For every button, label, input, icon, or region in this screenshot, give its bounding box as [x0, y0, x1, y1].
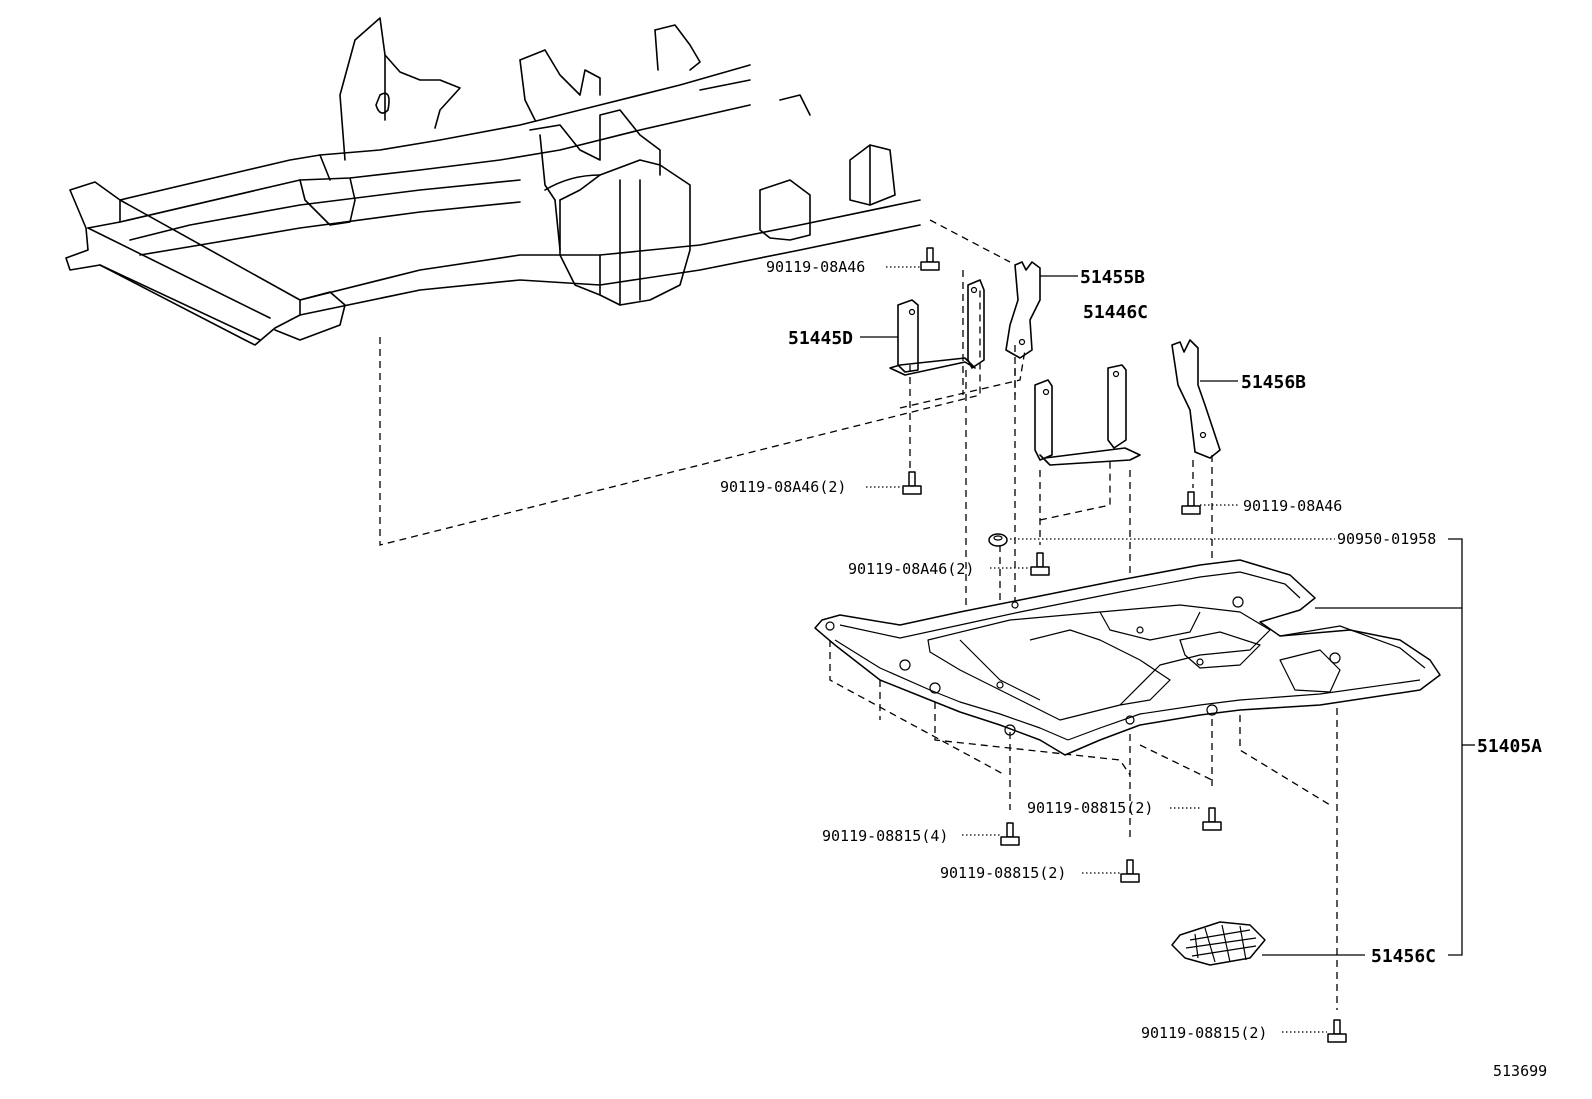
label-bolt-08815-2-bottom: 90119-08815(2) [1141, 1024, 1267, 1042]
label-bolt-08815-2-right: 90119-08815(2) [1027, 799, 1153, 817]
label-bolt-08815-2-mid: 90119-08815(2) [940, 864, 1066, 882]
bracket-51446c [1034, 364, 1141, 466]
illustration-id: 513699 [1493, 1062, 1547, 1080]
label-51405a: 51405A [1477, 736, 1542, 757]
bracket-51455b [1005, 261, 1041, 359]
bolt-icon [1120, 859, 1140, 883]
bolt-icon [902, 471, 922, 495]
under-cover-51405a [814, 559, 1441, 756]
vehicle-frame [65, 17, 921, 346]
bolt-icon [1202, 807, 1222, 831]
label-bolt-08a46-2-mid: 90119-08A46(2) [848, 560, 974, 578]
bolt-icon [1000, 822, 1020, 846]
leader-lines [860, 266, 1475, 1033]
part-labels: 51455B 51446C 51445D 51456B 51405A 51456… [720, 258, 1547, 1080]
clip-icon [988, 533, 1008, 547]
bolt-icon [920, 247, 940, 271]
label-clip-90950: 90950-01958 [1337, 530, 1436, 548]
bolt-icon [1030, 552, 1050, 576]
bracket-51456b [1171, 339, 1221, 459]
label-bolt-08a46-top: 90119-08A46 [766, 258, 865, 276]
label-51446c: 51446C [1083, 302, 1148, 323]
bolt-icon [1327, 1019, 1347, 1043]
grille-51456c [1171, 921, 1266, 966]
bracket-51445d [889, 279, 985, 376]
label-51445d: 51445D [788, 328, 853, 349]
label-bolt-08a46-right: 90119-08A46 [1243, 497, 1342, 515]
bolt-icon [1181, 491, 1201, 515]
bolts [902, 247, 1347, 1043]
label-51456c: 51456C [1371, 946, 1436, 967]
label-bolt-08a46-2-left: 90119-08A46(2) [720, 478, 846, 496]
label-51456b: 51456B [1241, 372, 1306, 393]
label-bolt-08815-4: 90119-08815(4) [822, 827, 948, 845]
label-51455b: 51455B [1080, 267, 1145, 288]
